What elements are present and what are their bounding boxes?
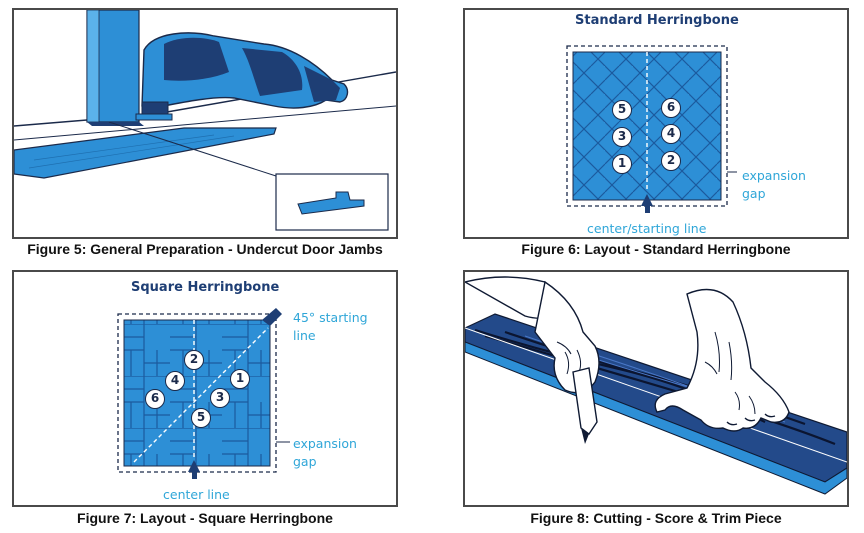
figure-7-panel: Square Herringbone 2 1 4 3 6 5 45° start… — [12, 270, 398, 507]
figure-5-caption: Figure 5: General Preparation - Undercut… — [27, 241, 383, 257]
square-herringbone-title: Square Herringbone — [131, 280, 280, 295]
order-marker: 4 — [661, 124, 681, 144]
figure-8-caption: Figure 8: Cutting - Score & Trim Piece — [530, 510, 782, 526]
figure-7-caption: Figure 7: Layout - Square Herringbone — [77, 510, 333, 526]
figure-6-panel: Standard Herringbone 5 3 1 6 4 2 expansi… — [463, 8, 849, 239]
order-marker: 5 — [191, 408, 211, 428]
order-marker: 3 — [612, 127, 632, 147]
starting-line-label: 45° starting — [293, 310, 368, 325]
figure-8-panel — [463, 270, 849, 507]
expansion-label: expansion — [742, 168, 806, 183]
undercut-door-jamb-illustration — [14, 10, 396, 231]
order-marker: 3 — [210, 388, 230, 408]
order-marker: 6 — [661, 98, 681, 118]
center-starting-line-label: center/starting line — [587, 221, 707, 236]
order-marker: 5 — [612, 100, 632, 120]
figure-5-panel — [12, 8, 398, 239]
order-marker: 1 — [612, 154, 632, 174]
score-and-trim-illustration — [465, 276, 847, 495]
standard-herringbone-layout — [566, 45, 737, 213]
figure-6-caption: Figure 6: Layout - Standard Herringbone — [521, 241, 791, 257]
square-herringbone-layout — [117, 308, 290, 479]
order-marker: 1 — [230, 369, 250, 389]
standard-herringbone-title: Standard Herringbone — [575, 13, 739, 28]
order-marker: 2 — [184, 350, 204, 370]
order-marker: 6 — [145, 389, 165, 409]
gap-label: gap — [293, 454, 317, 469]
order-marker: 2 — [661, 151, 681, 171]
starting-line-label-2: line — [293, 328, 316, 343]
order-marker: 4 — [165, 371, 185, 391]
expansion-label: expansion — [293, 436, 357, 451]
gap-label: gap — [742, 186, 766, 201]
center-line-label: center line — [163, 487, 230, 502]
